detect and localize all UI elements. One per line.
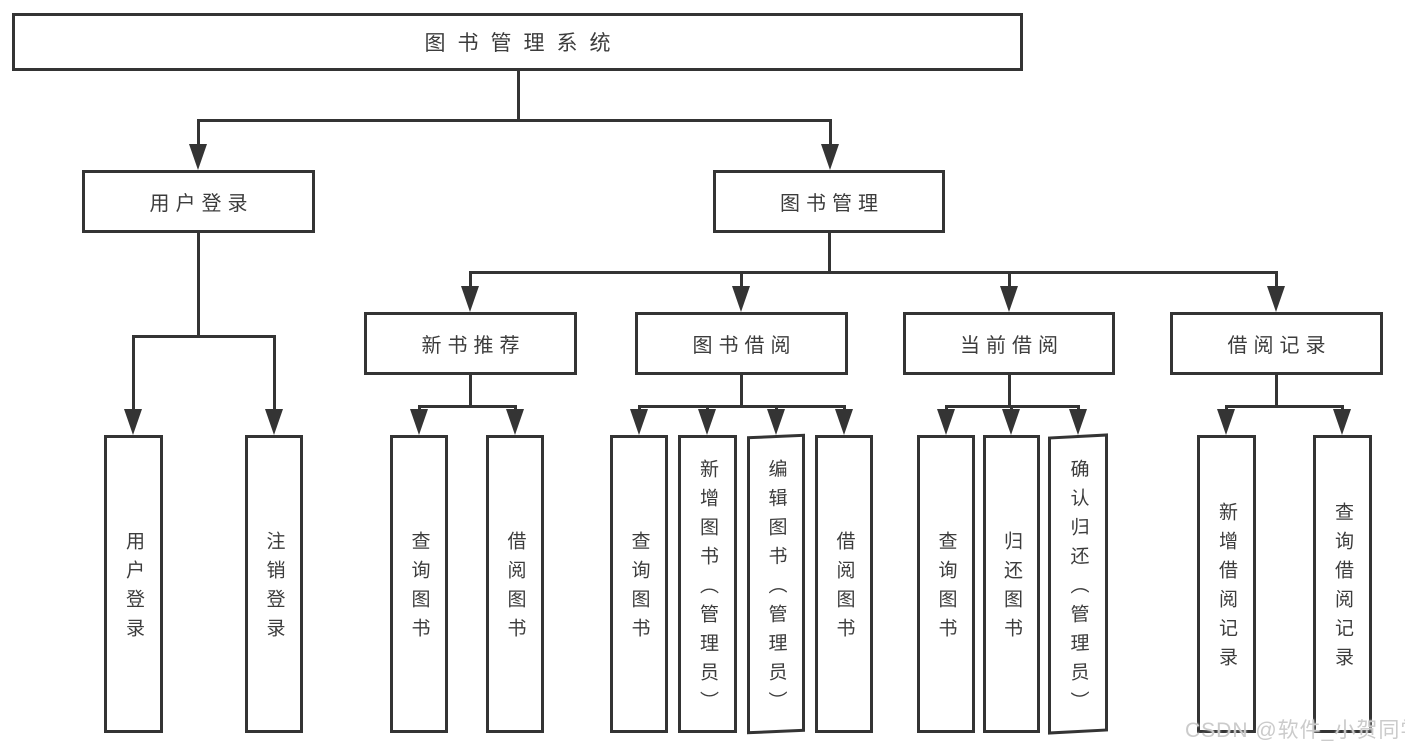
arrow-down-icon	[410, 409, 428, 435]
node-library-management-system: 图书管理系统	[12, 13, 1023, 71]
node-book-borrowing: 图书借阅	[635, 312, 848, 375]
node-borrowing-records: 借阅记录	[1170, 312, 1383, 375]
leaf-borrow-books-recommend: 借阅图书	[486, 435, 544, 733]
arrow-down-icon	[461, 286, 479, 312]
connector-line	[517, 71, 520, 122]
connector-line	[418, 405, 517, 408]
arrow-down-icon	[767, 409, 785, 435]
connector-line	[828, 233, 831, 274]
leaf-user-login: 用户登录	[104, 435, 163, 733]
connector-line	[1275, 271, 1278, 290]
arrow-down-icon	[698, 409, 716, 435]
connector-line	[1275, 375, 1278, 408]
arrow-down-icon	[937, 409, 955, 435]
connector-line	[469, 271, 1278, 274]
connector-line	[740, 271, 743, 290]
leaf-edit-book-admin: 编辑图书（管理员）	[747, 433, 805, 735]
leaf-query-books-borrowing: 查询图书	[610, 435, 668, 733]
arrow-down-icon	[821, 144, 839, 170]
connector-line	[132, 335, 135, 413]
arrow-down-icon	[124, 409, 142, 435]
arrow-down-icon	[630, 409, 648, 435]
node-user-login-branch: 用户登录	[82, 170, 315, 233]
leaf-query-books-current: 查询图书	[917, 435, 975, 733]
arrow-down-icon	[1267, 286, 1285, 312]
arrow-down-icon	[1002, 409, 1020, 435]
node-new-book-recommendation: 新书推荐	[364, 312, 577, 375]
arrow-down-icon	[1217, 409, 1235, 435]
connector-line	[1225, 405, 1344, 408]
arrow-down-icon	[1069, 409, 1087, 435]
connector-line	[1008, 271, 1011, 290]
arrow-down-icon	[835, 409, 853, 435]
connector-line	[132, 335, 276, 338]
leaf-return-books: 归还图书	[983, 435, 1040, 733]
connector-line	[1008, 375, 1011, 408]
leaf-query-books-recommend: 查询图书	[390, 435, 448, 733]
leaf-borrow-books-borrowing: 借阅图书	[815, 435, 873, 733]
arrow-down-icon	[1000, 286, 1018, 312]
arrow-down-icon	[506, 409, 524, 435]
leaf-add-book-admin: 新增图书（管理员）	[678, 435, 737, 733]
arrow-down-icon	[189, 144, 207, 170]
connector-line	[273, 335, 276, 413]
leaf-logout: 注销登录	[245, 435, 303, 733]
connector-line	[197, 119, 832, 122]
node-book-management: 图书管理	[713, 170, 945, 233]
leaf-confirm-return-admin: 确认归还（管理员）	[1048, 433, 1108, 735]
connector-line	[638, 405, 846, 408]
arrow-down-icon	[732, 286, 750, 312]
connector-line	[740, 375, 743, 408]
connector-line	[197, 119, 200, 148]
leaf-add-borrow-record: 新增借阅记录	[1197, 435, 1256, 733]
arrow-down-icon	[1333, 409, 1351, 435]
connector-line	[469, 375, 472, 408]
leaf-query-borrow-record: 查询借阅记录	[1313, 435, 1372, 733]
connector-line	[469, 271, 472, 290]
watermark: CSDN @软件_小贺同学	[1185, 719, 1405, 742]
connector-line	[829, 119, 832, 148]
arrow-down-icon	[265, 409, 283, 435]
connector-line	[197, 233, 200, 338]
node-current-borrowing: 当前借阅	[903, 312, 1115, 375]
